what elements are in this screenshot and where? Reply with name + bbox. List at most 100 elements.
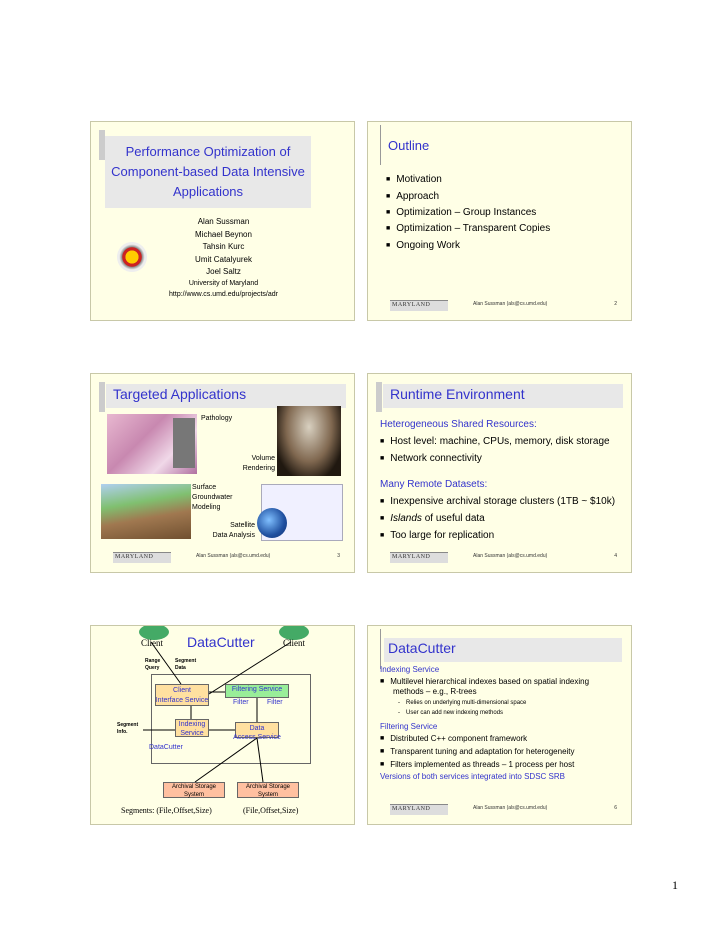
title-bar-accent [99,130,105,160]
title-line: Applications [172,184,244,199]
segments-caption: Segments: (File,Offset,Size) [121,806,212,815]
slide-1-title: Performance Optimization of Component-ba… [105,142,311,202]
slide-number: 3 [337,553,340,559]
author: Joel Saltz [206,267,241,276]
filtering-service-label: Filtering Service [231,686,283,693]
footer-author: Alan Sussman (als@cs.umd.edu) [473,553,548,559]
umd-logo-icon: MARYLAND [390,552,448,563]
title-box [383,384,623,408]
slide-1: Performance Optimization of Component-ba… [90,121,355,321]
slide-2: Outline Motivation Approach Optimization… [367,121,632,321]
page-number: 1 [672,878,678,892]
slide-number: 2 [614,301,617,307]
sub-bullet: Relies on underlying multi-dimensional s… [398,700,526,706]
slide-6: DataCutter Indexing Service Multilevel h… [367,625,632,825]
slide-5-title: DataCutter [187,634,255,650]
data-access-service-box [235,722,279,738]
client-interface-service-box [155,684,209,706]
slide-footer: MARYLAND Alan Sussman (als@cs.umd.edu) 3 [91,552,354,564]
title-bar-accent [99,382,105,412]
bullet-item: Optimization – Group Instances [386,207,536,218]
slide-4: Runtime Environment Heterogeneous Shared… [367,373,632,573]
section-heading: Indexing Service [380,665,440,674]
archival-storage-box [163,782,225,798]
title-box [384,638,622,662]
label-surface-groundwater-modeling: Surface Groundwater Modeling [192,484,233,511]
bullet-item: Filters implemented as threads – 1 proce… [380,760,574,769]
slide-footer: MARYLAND Alan Sussman (als@cs.umd.edu) 4 [368,552,631,564]
slide-footer: MARYLAND Alan Sussman (als@cs.umd.edu) 6 [368,804,631,816]
slide-3: Targeted Applications Pathology Volume R… [90,373,355,573]
slide-2-title: Outline [388,138,430,153]
bullet-item: Motivation [386,174,442,185]
label-satellite-data-analysis: Satellite Data Analysis [212,522,255,539]
sub-bullet: User can add new indexing methods [398,710,503,716]
section-heading: Versions of both services integrated int… [380,772,565,781]
author: Alan Sussman [197,217,250,226]
slide-6-title: DataCutter [388,640,456,656]
segments-caption: (File,Offset,Size) [243,806,299,815]
bullet-item: Approach [386,191,439,202]
bullet-continuation: methods – e.g., R-trees [393,687,477,696]
title-box [105,136,311,208]
bullet-item: Too large for replication [380,530,494,541]
label-pathology: Pathology [201,415,233,422]
footer-author: Alan Sussman (als@cs.umd.edu) [473,301,548,307]
section-heading: Heterogeneous Shared Resources: [380,419,537,430]
section-heading: Filtering Service [380,722,438,731]
slide-3-title: Targeted Applications [113,386,247,402]
diagram-arrows [143,641,292,783]
author: Umit Catalyurek [195,254,252,264]
project-url[interactable]: http://www.cs.umd.edu/projects/adr [169,290,278,298]
filter-label: Filter [233,699,249,706]
filter-label: Filter [267,699,283,706]
footer-author: Alan Sussman (als@cs.umd.edu) [473,805,548,811]
datacutter-frame [151,674,311,764]
title-line: Component-based Data Intensive [111,164,305,179]
slide-number: 6 [614,805,617,811]
pathology-slide-image [173,418,195,468]
title-bar-accent [380,629,381,669]
bullet-item: Optimization – Transparent Copies [386,223,550,234]
title-box [106,384,346,408]
bullet-item: Ongoing Work [386,240,460,251]
archival-storage-box [237,782,299,798]
bullet-item: Transparent tuning and adaptation for he… [380,747,574,756]
client-right-label: Client [283,638,305,648]
label-volume-rendering: Volume Rendering [242,455,275,472]
datacutter-label: DataCutter [149,744,183,751]
indexing-service-box [175,719,209,737]
footer-author: Alan Sussman (als@cs.umd.edu) [196,553,271,559]
skeleton-volume-image [277,406,341,476]
bullet-item: Network connectivity [380,453,482,464]
title-line: Performance Optimization of [125,144,291,159]
title-bar-accent [376,382,382,412]
slide-number: 4 [614,553,617,559]
bullet-item: Islands of useful data [380,513,485,524]
groundwater-image [101,484,191,539]
bullet-item: Inexpensive archival storage clusters (1… [380,496,615,507]
client-right-icon [279,626,309,640]
umd-logo-icon: MARYLAND [390,804,448,815]
affiliation: University of Maryland [188,279,259,287]
title-bar-accent [380,125,381,165]
bullet-item: Host level: machine, CPUs, memory, disk … [380,436,609,447]
bullet-item: Distributed C++ component framework [380,734,527,743]
author: Michael Beynon [195,229,252,239]
globe-image [257,508,287,538]
umd-seal-icon [117,242,147,272]
client-left-icon [139,626,169,640]
bullet-item: Multilevel hierarchical indexes based on… [380,677,589,686]
author-list: Alan Sussman Michael Beynon Tahsin Kurc … [91,216,354,301]
slide-footer: MARYLAND Alan Sussman (als@cs.umd.edu) 2 [368,300,631,312]
section-heading: Many Remote Datasets: [380,479,488,490]
umd-logo-icon: MARYLAND [390,300,448,311]
